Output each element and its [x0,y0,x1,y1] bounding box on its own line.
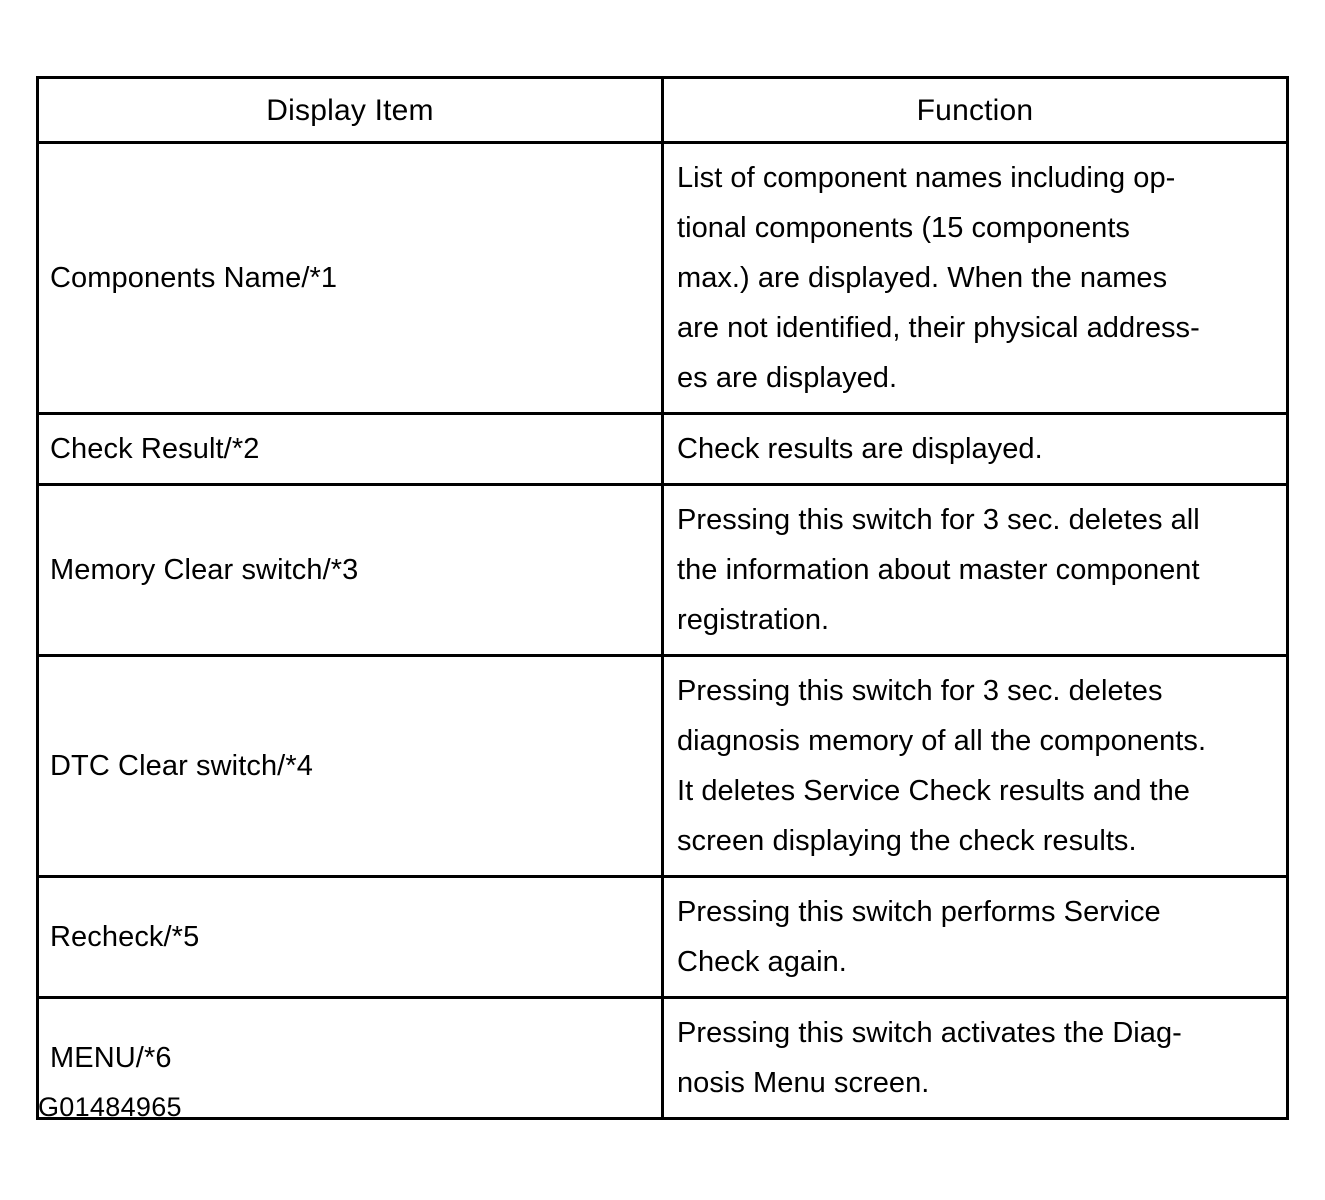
function-cell: Pressing this switch performs Service Ch… [661,875,1289,999]
display-item-function-table: Display Item Function Components Name/*1… [36,76,1289,1120]
function-text-line: Pressing this switch performs Service [677,896,1161,928]
table-row: Check Result/*2 Check results are displa… [36,412,1289,486]
display-item-cell: DTC Clear switch/*4 [36,654,664,878]
function-text-line: screen displaying the check results. [677,825,1137,857]
table-header-row: Display Item Function [36,76,1289,144]
table-row: Components Name/*1 List of component nam… [36,141,1289,415]
function-text: Pressing this switch for 3 sec. deletes … [664,486,1286,654]
table-body: Components Name/*1 List of component nam… [36,141,1289,1120]
figure-id-label: G01484965 [38,1092,182,1122]
display-item-label: Recheck/*5 [50,920,200,953]
column-header-display-item-label: Display Item [266,93,434,127]
function-text: Check results are displayed. [664,415,1286,483]
function-text-line: List of component names including op- [677,162,1176,194]
function-text-line: tional components (15 components [677,212,1130,244]
function-cell: List of component names including op- ti… [661,141,1289,415]
table-header: Display Item Function [36,76,1289,144]
column-header-display-item: Display Item [36,76,664,144]
display-item-cell: Memory Clear switch/*3 [36,483,664,657]
function-text-line: es are displayed. [677,362,898,394]
display-item-label: MENU/*6 [50,1041,172,1074]
table-row: DTC Clear switch/*4 Pressing this switch… [36,654,1289,878]
function-text-line: the information about master component [677,554,1200,586]
display-item-cell: Check Result/*2 [36,412,664,486]
display-item-label: Components Name/*1 [50,261,338,294]
display-item-cell: Recheck/*5 [36,875,664,999]
display-item-label: Check Result/*2 [50,432,260,465]
display-item-label: Memory Clear switch/*3 [50,553,359,586]
function-text: Pressing this switch for 3 sec. deletes … [664,657,1286,875]
function-text: List of component names including op- ti… [664,144,1286,412]
column-header-function: Function [661,76,1289,144]
table-row: Memory Clear switch/*3 Pressing this swi… [36,483,1289,657]
table-row: MENU/*6 Pressing this switch activates t… [36,996,1289,1120]
column-header-function-label: Function [916,93,1034,127]
function-text: Pressing this switch activates the Diag-… [664,999,1286,1117]
function-cell: Pressing this switch for 3 sec. deletes … [661,654,1289,878]
function-text: Pressing this switch performs Service Ch… [664,878,1286,996]
function-text-line: Pressing this switch for 3 sec. deletes [677,675,1163,707]
function-text-line: registration. [677,604,830,636]
function-text-line: are not identified, their physical addre… [677,312,1200,344]
function-cell: Pressing this switch activates the Diag-… [661,996,1289,1120]
function-text-line: Pressing this switch activates the Diag- [677,1017,1182,1049]
spec-table-container: Display Item Function Components Name/*1… [36,76,1289,1120]
function-text-line: Check results are displayed. [677,433,1043,465]
function-text-line: diagnosis memory of all the components. [677,725,1207,757]
function-cell: Pressing this switch for 3 sec. deletes … [661,483,1289,657]
function-text-line: Check again. [677,946,847,978]
display-item-label: DTC Clear switch/*4 [50,749,313,782]
function-text-line: nosis Menu screen. [677,1067,930,1099]
function-text-line: Pressing this switch for 3 sec. deletes … [677,504,1200,536]
table-row: Recheck/*5 Pressing this switch performs… [36,875,1289,999]
display-item-cell: Components Name/*1 [36,141,664,415]
function-text-line: It deletes Service Check results and the [677,775,1190,807]
function-text-line: max.) are displayed. When the names [677,262,1168,294]
function-cell: Check results are displayed. [661,412,1289,486]
display-item-cell: MENU/*6 [36,996,664,1120]
